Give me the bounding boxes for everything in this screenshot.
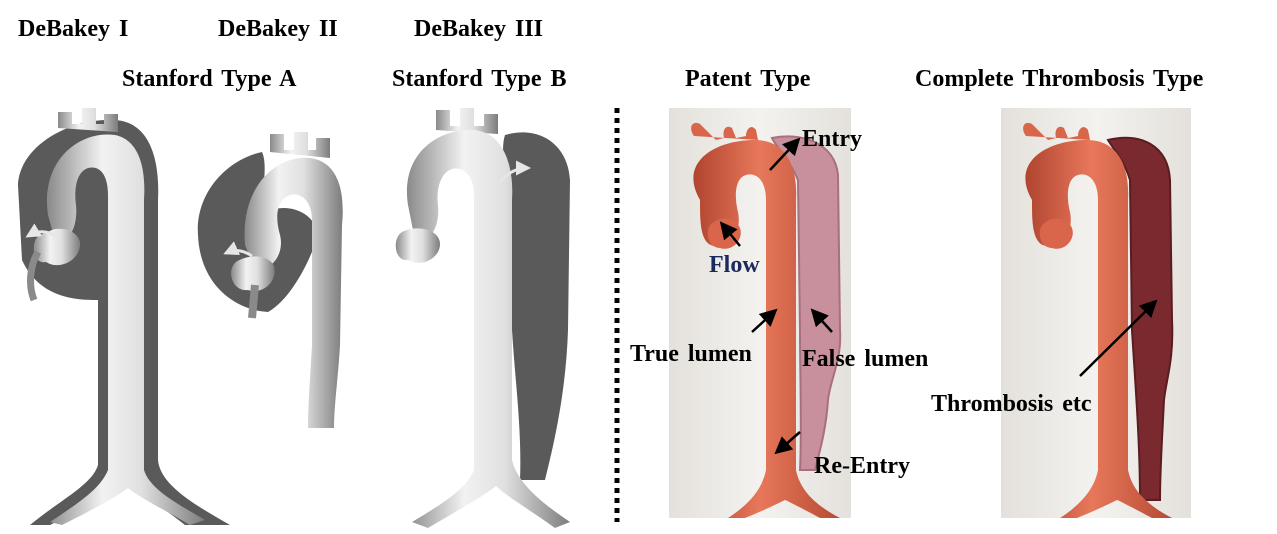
debakey-1-branches xyxy=(58,108,118,132)
debakey-3-illustration xyxy=(395,108,570,528)
stanford-a-label: Stanford Type A xyxy=(122,66,297,92)
debakey-1-illustration xyxy=(18,108,230,526)
patent-type-title: Patent Type xyxy=(685,66,811,92)
true-lumen-arrow xyxy=(751,308,778,333)
flow-label: Flow xyxy=(709,252,760,278)
thrombosis-type-title: Complete Thrombosis Type xyxy=(915,66,1204,92)
debakey-3-label: DeBakey III xyxy=(414,16,544,42)
thrombosis-label: Thrombosis etc xyxy=(931,391,1092,417)
patent-type-illustration xyxy=(669,108,851,518)
thrombosis-type-illustration xyxy=(1001,108,1191,518)
flow-arrow xyxy=(719,221,741,247)
debakey-2-label: DeBakey II xyxy=(218,16,338,42)
entry-arrow xyxy=(769,137,801,171)
true-lumen-label: True lumen xyxy=(630,341,752,367)
debakey-3-false-lumen xyxy=(503,132,570,480)
debakey-1-label: DeBakey I xyxy=(18,16,129,42)
debakey-1-true-lumen xyxy=(46,134,205,526)
thrombosed-false-lumen xyxy=(1106,136,1174,501)
debakey-2-illustration xyxy=(197,132,343,428)
stanford-b-label: Stanford Type B xyxy=(392,66,567,92)
re-entry-label: Re-Entry xyxy=(814,453,910,479)
patent-false-lumen xyxy=(770,135,842,471)
entry-label: Entry xyxy=(802,126,862,152)
debakey-2-true-lumen xyxy=(244,157,343,428)
false-lumen-label: False lumen xyxy=(802,346,929,372)
thrombosis-arrow xyxy=(1079,299,1158,377)
debakey-3-true-lumen xyxy=(406,129,570,528)
re-entry-arrow xyxy=(774,431,801,455)
false-lumen-arrow xyxy=(810,308,833,333)
